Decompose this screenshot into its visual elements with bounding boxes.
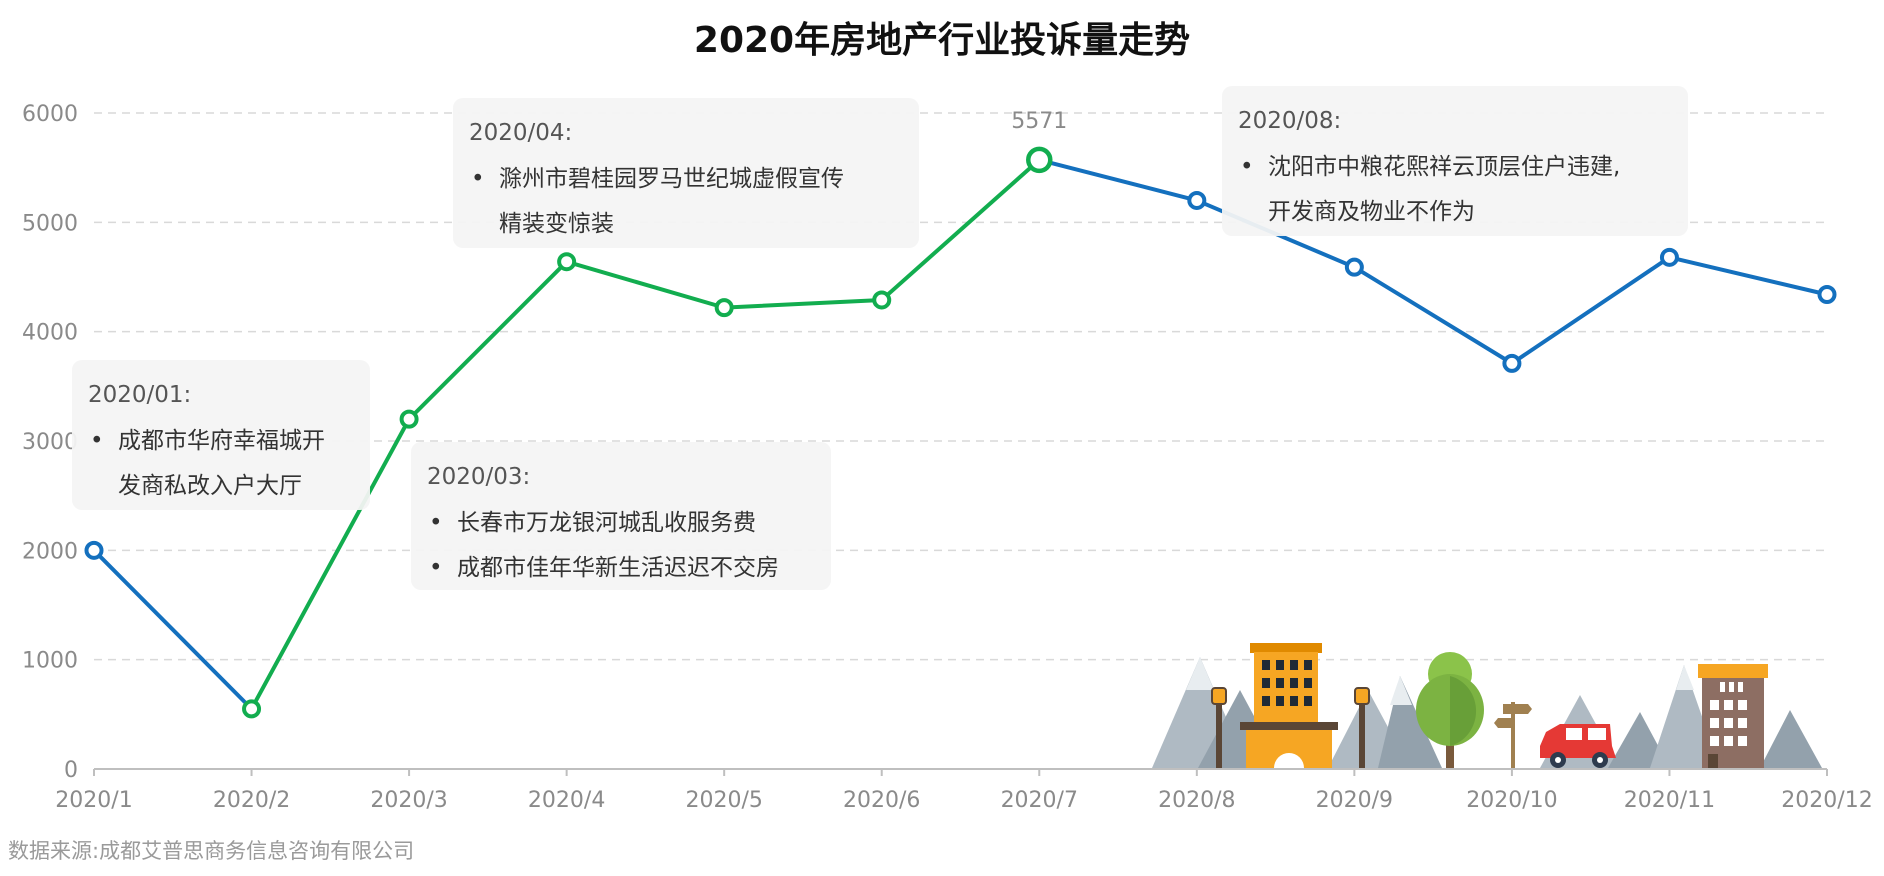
annotation-item: 开发商及物业不作为 xyxy=(1268,199,1475,225)
x-tick-label: 2020/3 xyxy=(370,788,447,813)
y-tick-label: 5000 xyxy=(22,211,78,236)
annotation-box-aug: 2020/08: • 沈阳市中粮花熙祥云顶层住户违建, 开发商及物业不作为 xyxy=(1222,86,1688,236)
data-point xyxy=(714,298,734,318)
y-tick-label: 3000 xyxy=(22,430,78,455)
series-line-start xyxy=(92,548,253,711)
annotation-date: 2020/04: xyxy=(469,120,572,146)
x-tick-label: 2020/2 xyxy=(213,788,290,813)
annotation-background xyxy=(72,360,370,510)
y-tick-label: 1000 xyxy=(22,649,78,674)
series-line-end xyxy=(1038,157,1828,366)
annotation-item: 精装变惊装 xyxy=(499,211,614,237)
x-tick-label: 2020/12 xyxy=(1781,788,1872,813)
source-note: 数据来源:成都艾普思商务信息咨询有限公司 xyxy=(8,839,414,863)
series-line-highlight xyxy=(249,158,1041,710)
data-point xyxy=(872,290,892,310)
x-tick-label: 2020/9 xyxy=(1316,788,1393,813)
bullet-glyph: • xyxy=(471,166,485,192)
x-tick-label: 2020/7 xyxy=(1001,788,1078,813)
data-point xyxy=(1817,284,1837,304)
x-tick-label: 2020/11 xyxy=(1624,788,1715,813)
chart-title: 2020年房地产行业投诉量走势 xyxy=(694,20,1190,61)
data-points xyxy=(84,146,1837,719)
bullet-glyph: • xyxy=(429,510,443,536)
y-tick-label: 4000 xyxy=(22,321,78,346)
annotation-box-mar: 2020/03: • 长春市万龙银河城乱收服务费 • 成都市佳年华新生活迟迟不交房 xyxy=(411,442,831,590)
data-point xyxy=(399,409,419,429)
bullet-glyph: • xyxy=(1240,154,1254,180)
peak-value-label: 5571 xyxy=(1011,109,1067,134)
bullet-glyph: • xyxy=(429,555,443,581)
data-point xyxy=(1026,146,1053,174)
x-tick-label: 2020/4 xyxy=(528,788,605,813)
data-point xyxy=(242,699,262,719)
data-point xyxy=(84,540,104,560)
annotation-background xyxy=(453,98,919,248)
annotation-background xyxy=(411,442,831,590)
x-tick-label: 2020/8 xyxy=(1158,788,1235,813)
x-tick-label: 2020/10 xyxy=(1466,788,1557,813)
annotation-item: 长春市万龙银河城乱收服务费 xyxy=(457,510,756,536)
y-tick-label: 6000 xyxy=(22,102,78,127)
data-point xyxy=(1187,190,1207,210)
y-tick-label: 0 xyxy=(64,758,78,783)
cityscape-illustration xyxy=(1152,643,1822,768)
data-point xyxy=(1502,353,1522,373)
data-point xyxy=(1659,247,1679,267)
y-axis-ticks: 0 1000 2000 3000 4000 5000 6000 xyxy=(22,102,78,783)
annotation-item: 成都市佳年华新生活迟迟不交房 xyxy=(457,555,779,581)
annotation-date: 2020/01: xyxy=(88,382,191,408)
x-tick-label: 2020/6 xyxy=(843,788,920,813)
annotation-date: 2020/08: xyxy=(1238,108,1341,134)
data-point xyxy=(557,252,577,272)
annotation-date: 2020/03: xyxy=(427,464,530,490)
annotation-item: 沈阳市中粮花熙祥云顶层住户违建, xyxy=(1268,154,1620,180)
y-tick-label: 2000 xyxy=(22,539,78,564)
annotation-item: 滁州市碧桂园罗马世纪城虚假宣传 xyxy=(499,166,844,192)
x-axis-ticks: 2020/1 2020/2 2020/3 2020/4 2020/5 2020/6 2020… xyxy=(55,769,1873,813)
x-tick-label: 2020/5 xyxy=(685,788,762,813)
x-tick-label: 2020/1 xyxy=(55,788,132,813)
annotation-item: 发商私改入户大厅 xyxy=(118,473,302,499)
annotation-item: 成都市华府幸福城开 xyxy=(118,428,325,454)
data-point xyxy=(1344,257,1364,277)
annotation-background xyxy=(1222,86,1688,236)
series-lines xyxy=(92,157,1828,711)
bullet-glyph: • xyxy=(90,428,104,454)
